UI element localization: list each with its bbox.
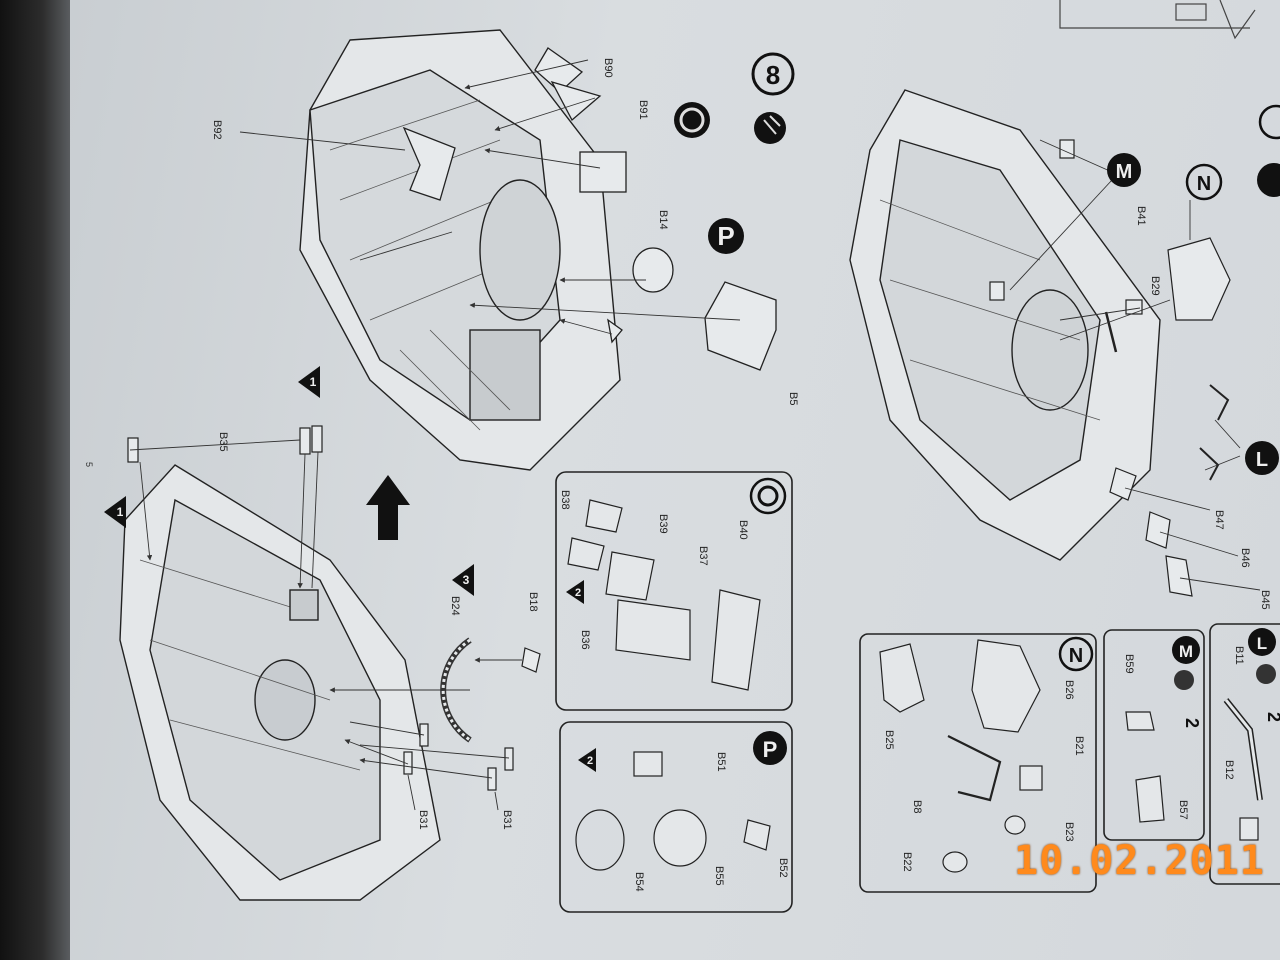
label-b8: B8 (911, 800, 923, 813)
part-p-turret (632, 247, 674, 293)
label-b57: B57 (1177, 800, 1189, 820)
triangle-qty-1-left: 1 (104, 496, 126, 528)
label-b18: B18 (527, 592, 539, 612)
label-b31-a: B31 (417, 810, 429, 830)
label-b37: B37 (697, 546, 709, 566)
inset-p: P 2 B51 B52 B55 B54 (559, 721, 793, 913)
label-b47: B47 (1213, 510, 1225, 530)
label-b54: B54 (633, 872, 645, 892)
label-b39: B39 (657, 514, 669, 534)
page-shadow-edge (0, 0, 70, 960)
label-b22: B22 (901, 852, 913, 872)
callout-p-label: P (717, 221, 734, 251)
label-b35: B35 (217, 432, 229, 452)
label-b5: B5 (787, 392, 799, 405)
label-b51: B51 (715, 752, 727, 772)
part-b14-shape (607, 318, 623, 344)
lower-leader-lines (129, 439, 522, 811)
triangle-qty-1-top: 1 (298, 366, 320, 398)
part-o-box (579, 151, 627, 193)
triangle-1-left-label: 1 (117, 505, 124, 519)
label-b46: B46 (1239, 548, 1251, 568)
callout-partial-right (1257, 104, 1280, 197)
upper-leader-lines (239, 59, 741, 335)
upper-hull-assembly (299, 29, 621, 471)
part-b31-b (487, 767, 497, 791)
inset-n: N B26 B21 B23 B25 B8 B22 (859, 633, 1097, 893)
label-b40: B40 (737, 520, 749, 540)
label-b92: B92 (211, 120, 223, 140)
callout-p: P (708, 218, 744, 254)
part-labels: B90 B91 B92 B14 B5 B35 B24 B18 B31 B31 5 (84, 58, 799, 830)
inset-m-letter: M (1179, 642, 1193, 661)
camera-date-stamp: 10.02.2011 (1014, 838, 1265, 884)
callout-n-label: N (1197, 173, 1211, 195)
label-b26: B26 (1063, 680, 1075, 700)
label-b55: B55 (713, 866, 725, 886)
inset-n-letter: N (1069, 645, 1083, 667)
callout-o (674, 102, 710, 138)
part-n-turret (1167, 237, 1231, 321)
lower-hull-assembly (119, 464, 441, 901)
upper-parts (402, 47, 777, 371)
callout-l-label: L (1256, 449, 1268, 471)
callout-l-right: L (1245, 441, 1279, 475)
callout-m-right: M (1107, 153, 1141, 187)
inset-o-triangle-label: 2 (575, 587, 581, 599)
label-b38: B38 (559, 490, 571, 510)
inset-p-triangle-label: 2 (587, 755, 593, 767)
triangle-1-top-label: 1 (310, 375, 317, 389)
callout-n-right: N (1185, 163, 1223, 201)
label-b52: B52 (777, 858, 789, 878)
callout-m-label: M (1116, 161, 1133, 183)
label-b21: B21 (1073, 736, 1085, 756)
part-b92-shape (402, 126, 456, 201)
step-8-badge: 8 (751, 52, 795, 144)
label-b12: B12 (1223, 760, 1235, 780)
label-b45: B45 (1259, 590, 1271, 610)
inset-l: L 2 B11 B12 (1209, 623, 1280, 885)
inset-m-quantity: 2 (1182, 718, 1202, 728)
part-b35-b (299, 427, 311, 455)
label-b59: B59 (1123, 654, 1135, 674)
part-b31-a (403, 751, 413, 775)
page-number: 5 (84, 462, 94, 467)
inset-m: M 2 B59 B57 (1103, 629, 1205, 841)
part-b91-shape (550, 80, 602, 122)
label-b31-b: B31 (501, 810, 513, 830)
label-b41: B41 (1135, 206, 1147, 226)
label-b24: B24 (449, 596, 461, 616)
label-b29: B29 (1149, 276, 1161, 296)
label-b90: B90 (602, 58, 614, 78)
triangle-3-label: 3 (463, 573, 470, 587)
label-b91: B91 (637, 100, 649, 120)
inset-p-letter: P (763, 737, 778, 762)
right-leader-lines (1009, 139, 1261, 591)
right-parts (989, 139, 1231, 597)
label-b14: B14 (657, 210, 669, 230)
top-right-fragment (1059, 0, 1256, 40)
inset-o: 2 B38 B39 B40 B37 B36 (555, 471, 793, 711)
label-b23: B23 (1063, 822, 1075, 842)
part-b18-shape (521, 647, 541, 673)
label-b36: B36 (579, 630, 591, 650)
inset-l-letter: L (1257, 634, 1267, 653)
triangle-qty-3: 3 (452, 564, 474, 596)
part-b5-shape (704, 281, 777, 371)
sequence-arrow (366, 475, 410, 540)
right-hull-assembly (849, 89, 1161, 561)
label-b25: B25 (883, 730, 895, 750)
right-labels: B41 B29 B47 B46 B45 (1135, 206, 1271, 610)
step-number: 8 (766, 60, 780, 90)
label-b11: B11 (1233, 646, 1245, 665)
inset-l-quantity: 2 (1264, 712, 1280, 722)
